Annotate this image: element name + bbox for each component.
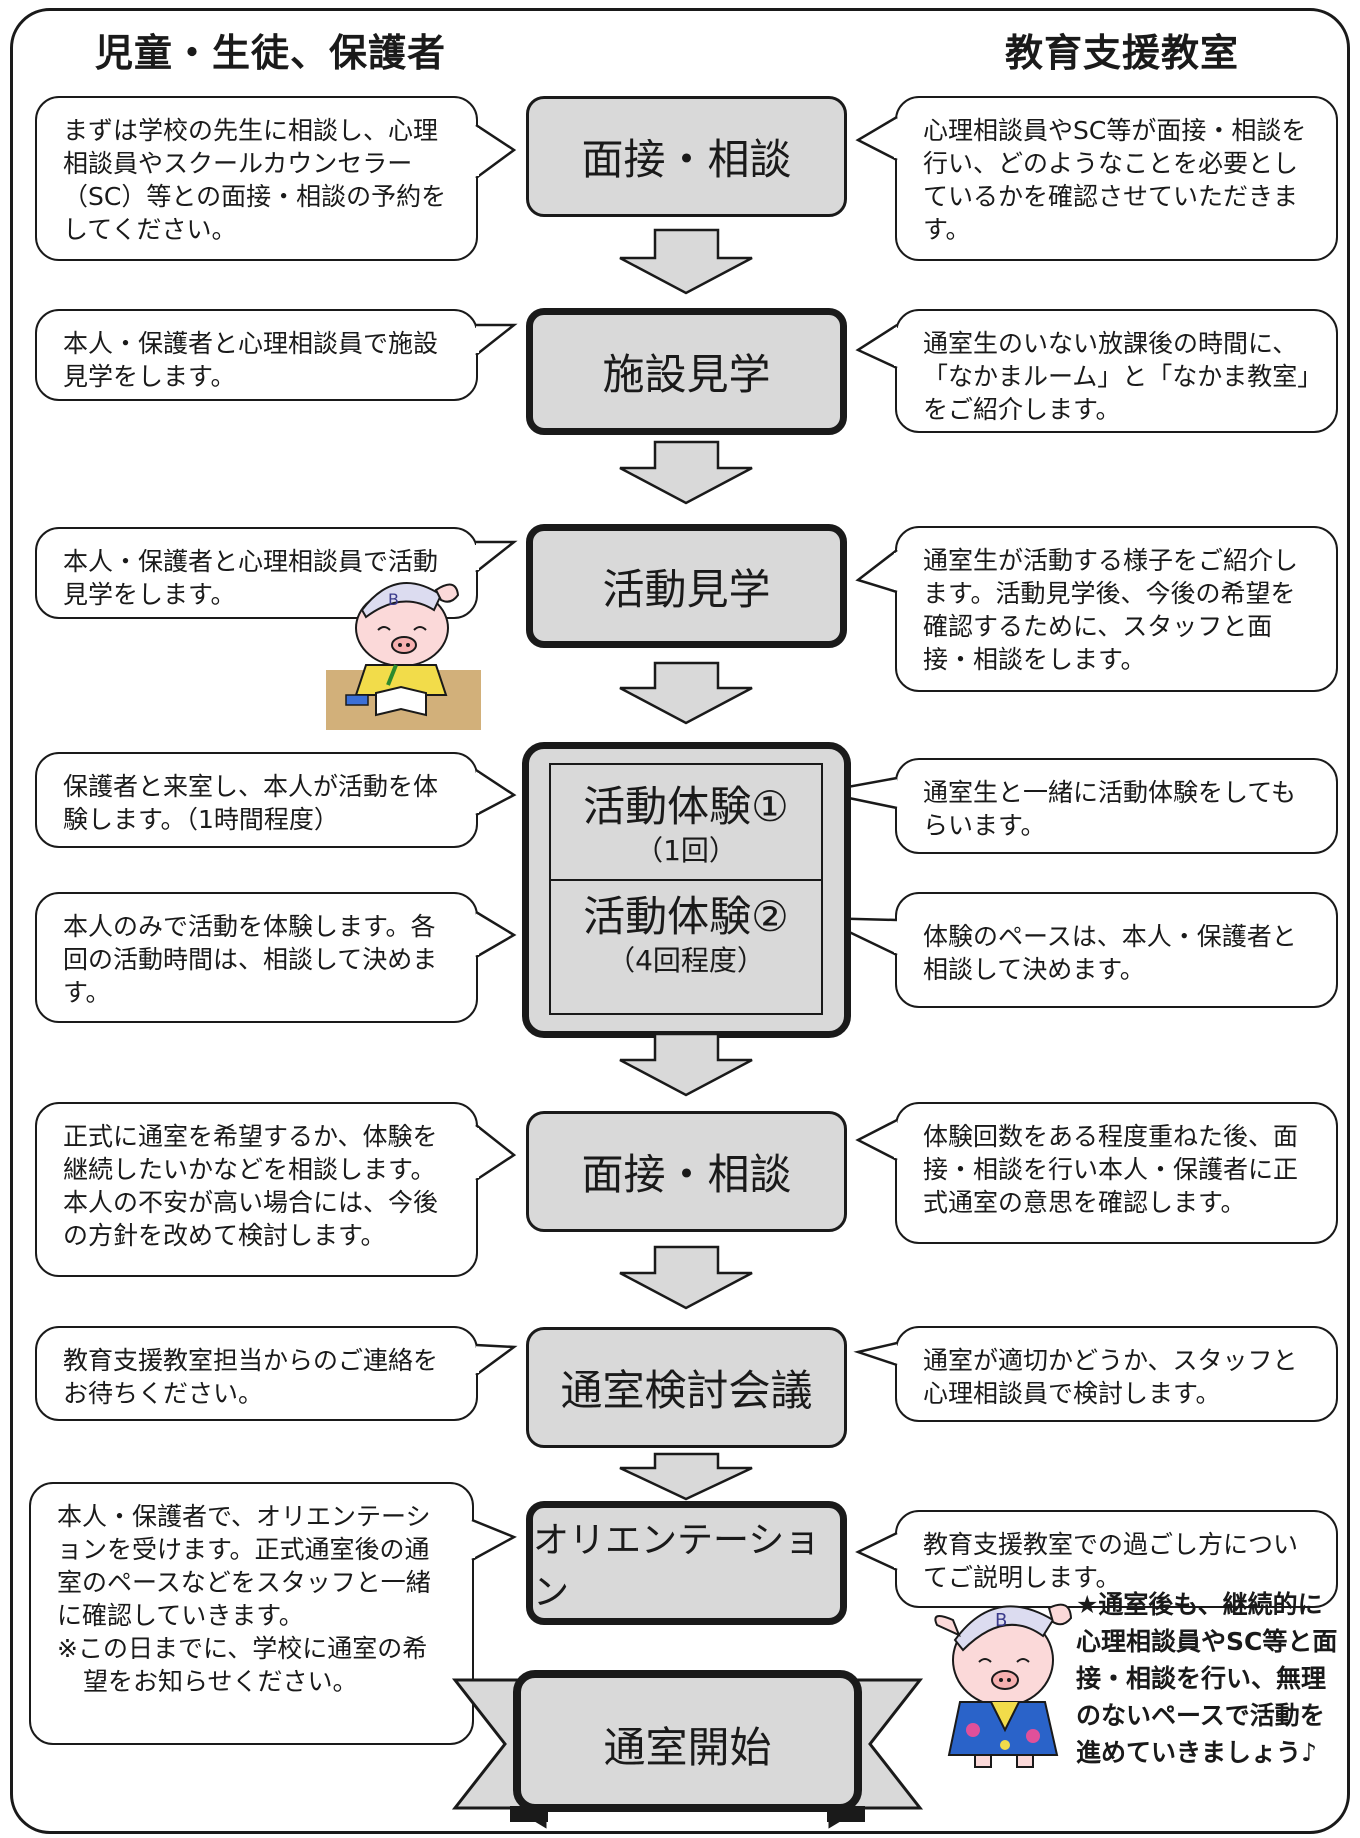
step-activity-trial-1-title: 活動体験① (583, 782, 789, 831)
tail-left-4 (475, 768, 517, 817)
down-arrow-2 (619, 440, 753, 505)
final-note: ★通室後も、継続的に心理相談員やSC等と面接・相談を行い、無理のないペースで活動… (1076, 1590, 1338, 1767)
left-note-4: 保護者と来室し、本人が活動を体験します。（1時間程度） (35, 752, 478, 848)
tail-left-8 (471, 1518, 517, 1562)
left-note-2: 本人・保護者と心理相談員で施設見学をします。 (35, 309, 478, 401)
tail-left-7 (475, 1343, 518, 1377)
step-activity-trial-2: 活動体験② （4回程度） (549, 879, 823, 1015)
left-note-8: 本人・保護者で、オリエンテーションを受けます。正式通室後の通室のペースなどをスタ… (29, 1482, 474, 1745)
start-ribbon (451, 1670, 924, 1829)
step-activity-trial-1-sub: （1回） (635, 834, 737, 867)
left-note-1: まずは学校の先生に相談し、心理相談員やスクールカウンセラー（SC）等との面接・相… (35, 96, 478, 261)
left-column-heading: 児童・生徒、保護者 (95, 31, 447, 75)
down-arrow-4 (619, 1032, 753, 1097)
tail-right-1 (855, 115, 898, 162)
mascot-happi-illustration: B (934, 1603, 1073, 1768)
down-arrow-5 (619, 1245, 753, 1310)
ribbon-center (513, 1670, 862, 1812)
svg-text:B: B (388, 590, 399, 609)
step-facility-tour: 施設見学 (526, 308, 847, 435)
right-note-8: 教育支援教室での過ごし方についてご説明します。 (895, 1510, 1338, 1608)
right-note-3: 通室生が活動する様子をご紹介します。活動見学後、今後の希望を確認するために、スタ… (895, 526, 1338, 692)
down-arrow-1 (619, 228, 753, 295)
tail-right-3 (855, 549, 898, 594)
right-note-2: 通室生のいない放課後の時間に、「なかまルーム」と「なかま教室」をご紹介します。 (895, 309, 1338, 433)
tail-right-7 (853, 1341, 898, 1367)
tail-right-8 (855, 1531, 898, 1572)
tail-left-5 (475, 910, 517, 959)
right-column-heading: 教育支援教室 (1005, 31, 1240, 75)
tail-left-3 (475, 540, 518, 573)
tail-right-6 (855, 1118, 898, 1162)
step-orientation: オリエンテーション (526, 1501, 847, 1625)
right-note-4: 通室生と一緒に活動体験をしてもらいます。 (895, 758, 1338, 854)
down-arrow-orientation (619, 1452, 753, 1501)
step-start: 通室開始 (603, 1722, 772, 1772)
step-activity-observation: 活動見学 (526, 524, 847, 648)
step-activity-trial-2-title: 活動体験② (583, 892, 789, 941)
left-note-6: 正式に通室を希望するか、体験を継続したいかなどを相談します。本人の不安が高い場合… (35, 1102, 478, 1277)
step-activity-trial-1: 活動体験① （1回） (549, 763, 823, 881)
tail-left-6 (475, 1124, 517, 1182)
left-note-5: 本人のみで活動を体験します。各回の活動時間は、相談して決めます。 (35, 892, 478, 1023)
step-interview-2: 面接・相談 (526, 1111, 847, 1232)
outer-frame (10, 8, 1350, 1834)
tail-right-2 (855, 323, 898, 370)
right-note-6: 体験回数をある程度重ねた後、面接・相談を行い本人・保護者に正式通室の意思を確認し… (895, 1102, 1338, 1244)
left-note-8-text: 本人・保護者で、オリエンテーションを受けます。正式通室後の通室のペースなどをスタ… (57, 1502, 431, 1630)
step-activity-trial-2-sub: （4回程度） (607, 944, 765, 977)
right-note-7: 通室が適切かどうか、スタッフと心理相談員で検討します。 (895, 1326, 1338, 1422)
down-arrow-3 (619, 661, 753, 725)
step-interview-1: 面接・相談 (526, 96, 847, 217)
tail-left-1 (475, 123, 517, 180)
step-review-meeting: 通室検討会議 (526, 1327, 847, 1448)
left-note-7: 教育支援教室担当からのご連絡をお待ちください。 (35, 1326, 478, 1421)
svg-text:B: B (995, 1610, 1007, 1631)
step-activity-trial-group: 活動体験① （1回） 活動体験② （4回程度） (522, 742, 851, 1038)
tail-left-2 (475, 323, 518, 356)
mascot-studying-illustration: B (326, 582, 481, 730)
left-note-8-caution: ※この日までに、学校に通室の希望をお知らせください。 (57, 1634, 428, 1696)
right-note-1: 心理相談員やSC等が面接・相談を行い、どのようなことを必要としているかを確認させ… (895, 96, 1338, 261)
